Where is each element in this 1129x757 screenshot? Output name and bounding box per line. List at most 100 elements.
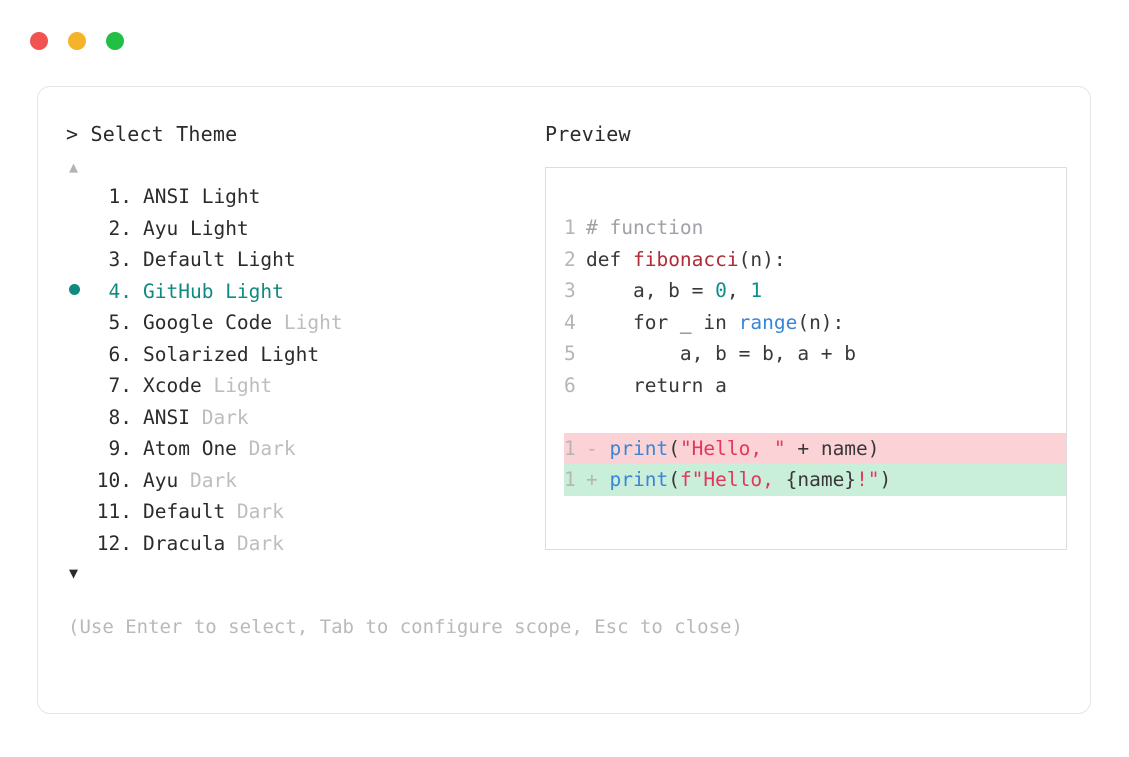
theme-item-label: Atom One Dark: [132, 433, 296, 465]
code-line-content: a, b = 0, 1: [586, 279, 762, 302]
theme-item-number: 5.: [108, 311, 132, 334]
code-token: 0: [715, 279, 727, 302]
theme-item-variant: Dark: [201, 405, 249, 429]
code-line: 1# function: [564, 212, 1066, 244]
theme-item-variant: Dark: [189, 468, 237, 492]
theme-list-item[interactable]: 10.Ayu Dark: [66, 465, 541, 497]
theme-item-label: ANSI Dark: [132, 402, 249, 434]
theme-item-name: Default: [143, 248, 237, 271]
theme-item-name: Dracula: [143, 531, 237, 555]
theme-item-number: 6.: [108, 342, 132, 366]
theme-list-item[interactable]: 7.Xcode Light: [66, 370, 541, 402]
theme-list-item[interactable]: 2.Ayu Light: [66, 213, 541, 245]
keyboard-hint-text: (Use Enter to select, Tab to configure s…: [68, 616, 743, 638]
code-line-content: # function: [586, 216, 703, 239]
theme-item-name: Solarized: [143, 342, 261, 366]
theme-item-label: Google Code Light: [132, 307, 343, 339]
theme-item-variant: Light: [225, 279, 284, 303]
diff-sign: +: [586, 468, 610, 491]
theme-list-item[interactable]: 8.ANSI Dark: [66, 402, 541, 434]
code-token: {name}: [785, 468, 857, 491]
theme-list-item[interactable]: 6. Solarized Light: [66, 339, 541, 371]
theme-item-number: 8.: [108, 405, 132, 429]
theme-item-number: 1.: [108, 185, 132, 208]
selected-bullet-icon: [69, 283, 80, 295]
theme-item-variant: Dark: [236, 500, 284, 523]
code-token: (: [668, 468, 680, 491]
theme-list-item[interactable]: 4.GitHub Light: [66, 276, 541, 308]
code-token: a, b =: [586, 279, 716, 302]
theme-item-number: 4.: [108, 279, 132, 303]
code-line: 5 a, b = b, a + b: [564, 338, 1066, 370]
code-token: fibonacci: [632, 247, 739, 271]
code-line: 3 a, b = 0, 1: [564, 275, 1066, 307]
theme-item-label: Xcode Light: [132, 370, 272, 402]
theme-item-label: GitHub Light: [132, 276, 284, 308]
theme-list-item[interactable]: 12.Dracula Dark: [66, 528, 541, 560]
code-token: (n):: [797, 310, 845, 334]
code-token: ): [879, 468, 892, 491]
select-theme-header: > Select Theme: [66, 122, 238, 146]
theme-list-item[interactable]: 9.Atom One Dark: [66, 433, 541, 465]
code-token: return a: [586, 373, 727, 397]
theme-item-number: 7.: [108, 374, 132, 397]
theme-item-name: Ayu: [143, 216, 190, 240]
theme-item-name: GitHub: [143, 279, 226, 303]
line-number: 4: [564, 310, 576, 334]
code-line-content: def fibonacci(n):: [586, 248, 786, 271]
code-token: (n):: [738, 247, 786, 271]
theme-item-number: 3.: [108, 248, 132, 271]
minimize-dot[interactable]: [68, 32, 86, 50]
theme-item-variant: Light: [201, 185, 261, 208]
code-token: print: [609, 468, 669, 491]
theme-item-label: ANSI Light: [132, 181, 260, 213]
code-token: f"Hello,: [679, 468, 786, 491]
theme-item-number: 9.: [108, 437, 132, 460]
theme-item-number: 12.: [96, 531, 132, 555]
scroll-down-indicator-icon[interactable]: ▼: [69, 564, 79, 582]
theme-item-name: Xcode: [143, 374, 214, 397]
theme-item-variant: Light: [189, 216, 249, 240]
code-line: 6 return a: [564, 370, 1066, 402]
code-token: ,: [726, 279, 751, 302]
diff-line-number: 1: [564, 436, 576, 460]
close-dot[interactable]: [30, 32, 48, 50]
theme-item-name: Default: [143, 500, 237, 523]
theme-item-name: ANSI: [143, 405, 202, 429]
code-token: 1: [750, 279, 763, 302]
theme-list-item[interactable]: 3.Default Light: [66, 244, 541, 276]
theme-list-item[interactable]: 5.Google Code Light: [66, 307, 541, 339]
theme-item-label: Ayu Light: [132, 213, 249, 245]
theme-item-number: 10.: [96, 468, 132, 492]
line-number: 5: [564, 342, 576, 365]
code-line: 4 for _ in range(n):: [564, 307, 1066, 339]
scroll-up-indicator-icon[interactable]: ▲: [69, 158, 79, 176]
code-token: !": [856, 468, 880, 491]
theme-item-label: Dracula Dark: [132, 528, 284, 560]
theme-item-variant: Light: [260, 342, 320, 366]
theme-list-item[interactable]: 11.Default Dark: [66, 496, 541, 528]
window-traffic-lights: [30, 32, 124, 50]
diff-line-number: 1: [564, 468, 576, 491]
theme-item-variant: Dark: [236, 531, 284, 555]
theme-item-name: ANSI: [143, 185, 202, 208]
diff-line-del: 1- print("Hello, " + name): [564, 432, 1066, 464]
theme-item-name: Google Code: [143, 311, 284, 334]
code-token: def: [586, 247, 633, 271]
line-number: 6: [564, 373, 576, 397]
line-number: 3: [564, 279, 576, 302]
theme-list-item[interactable]: 1.ANSI Light: [66, 181, 541, 213]
code-line-content: for _ in range(n):: [586, 311, 844, 334]
diff-line-content: print("Hello, " + name): [609, 437, 879, 460]
code-token: range: [738, 310, 798, 334]
maximize-dot[interactable]: [106, 32, 124, 50]
theme-item-label: Default Dark: [132, 496, 284, 528]
theme-item-label: Ayu Dark: [132, 465, 237, 497]
